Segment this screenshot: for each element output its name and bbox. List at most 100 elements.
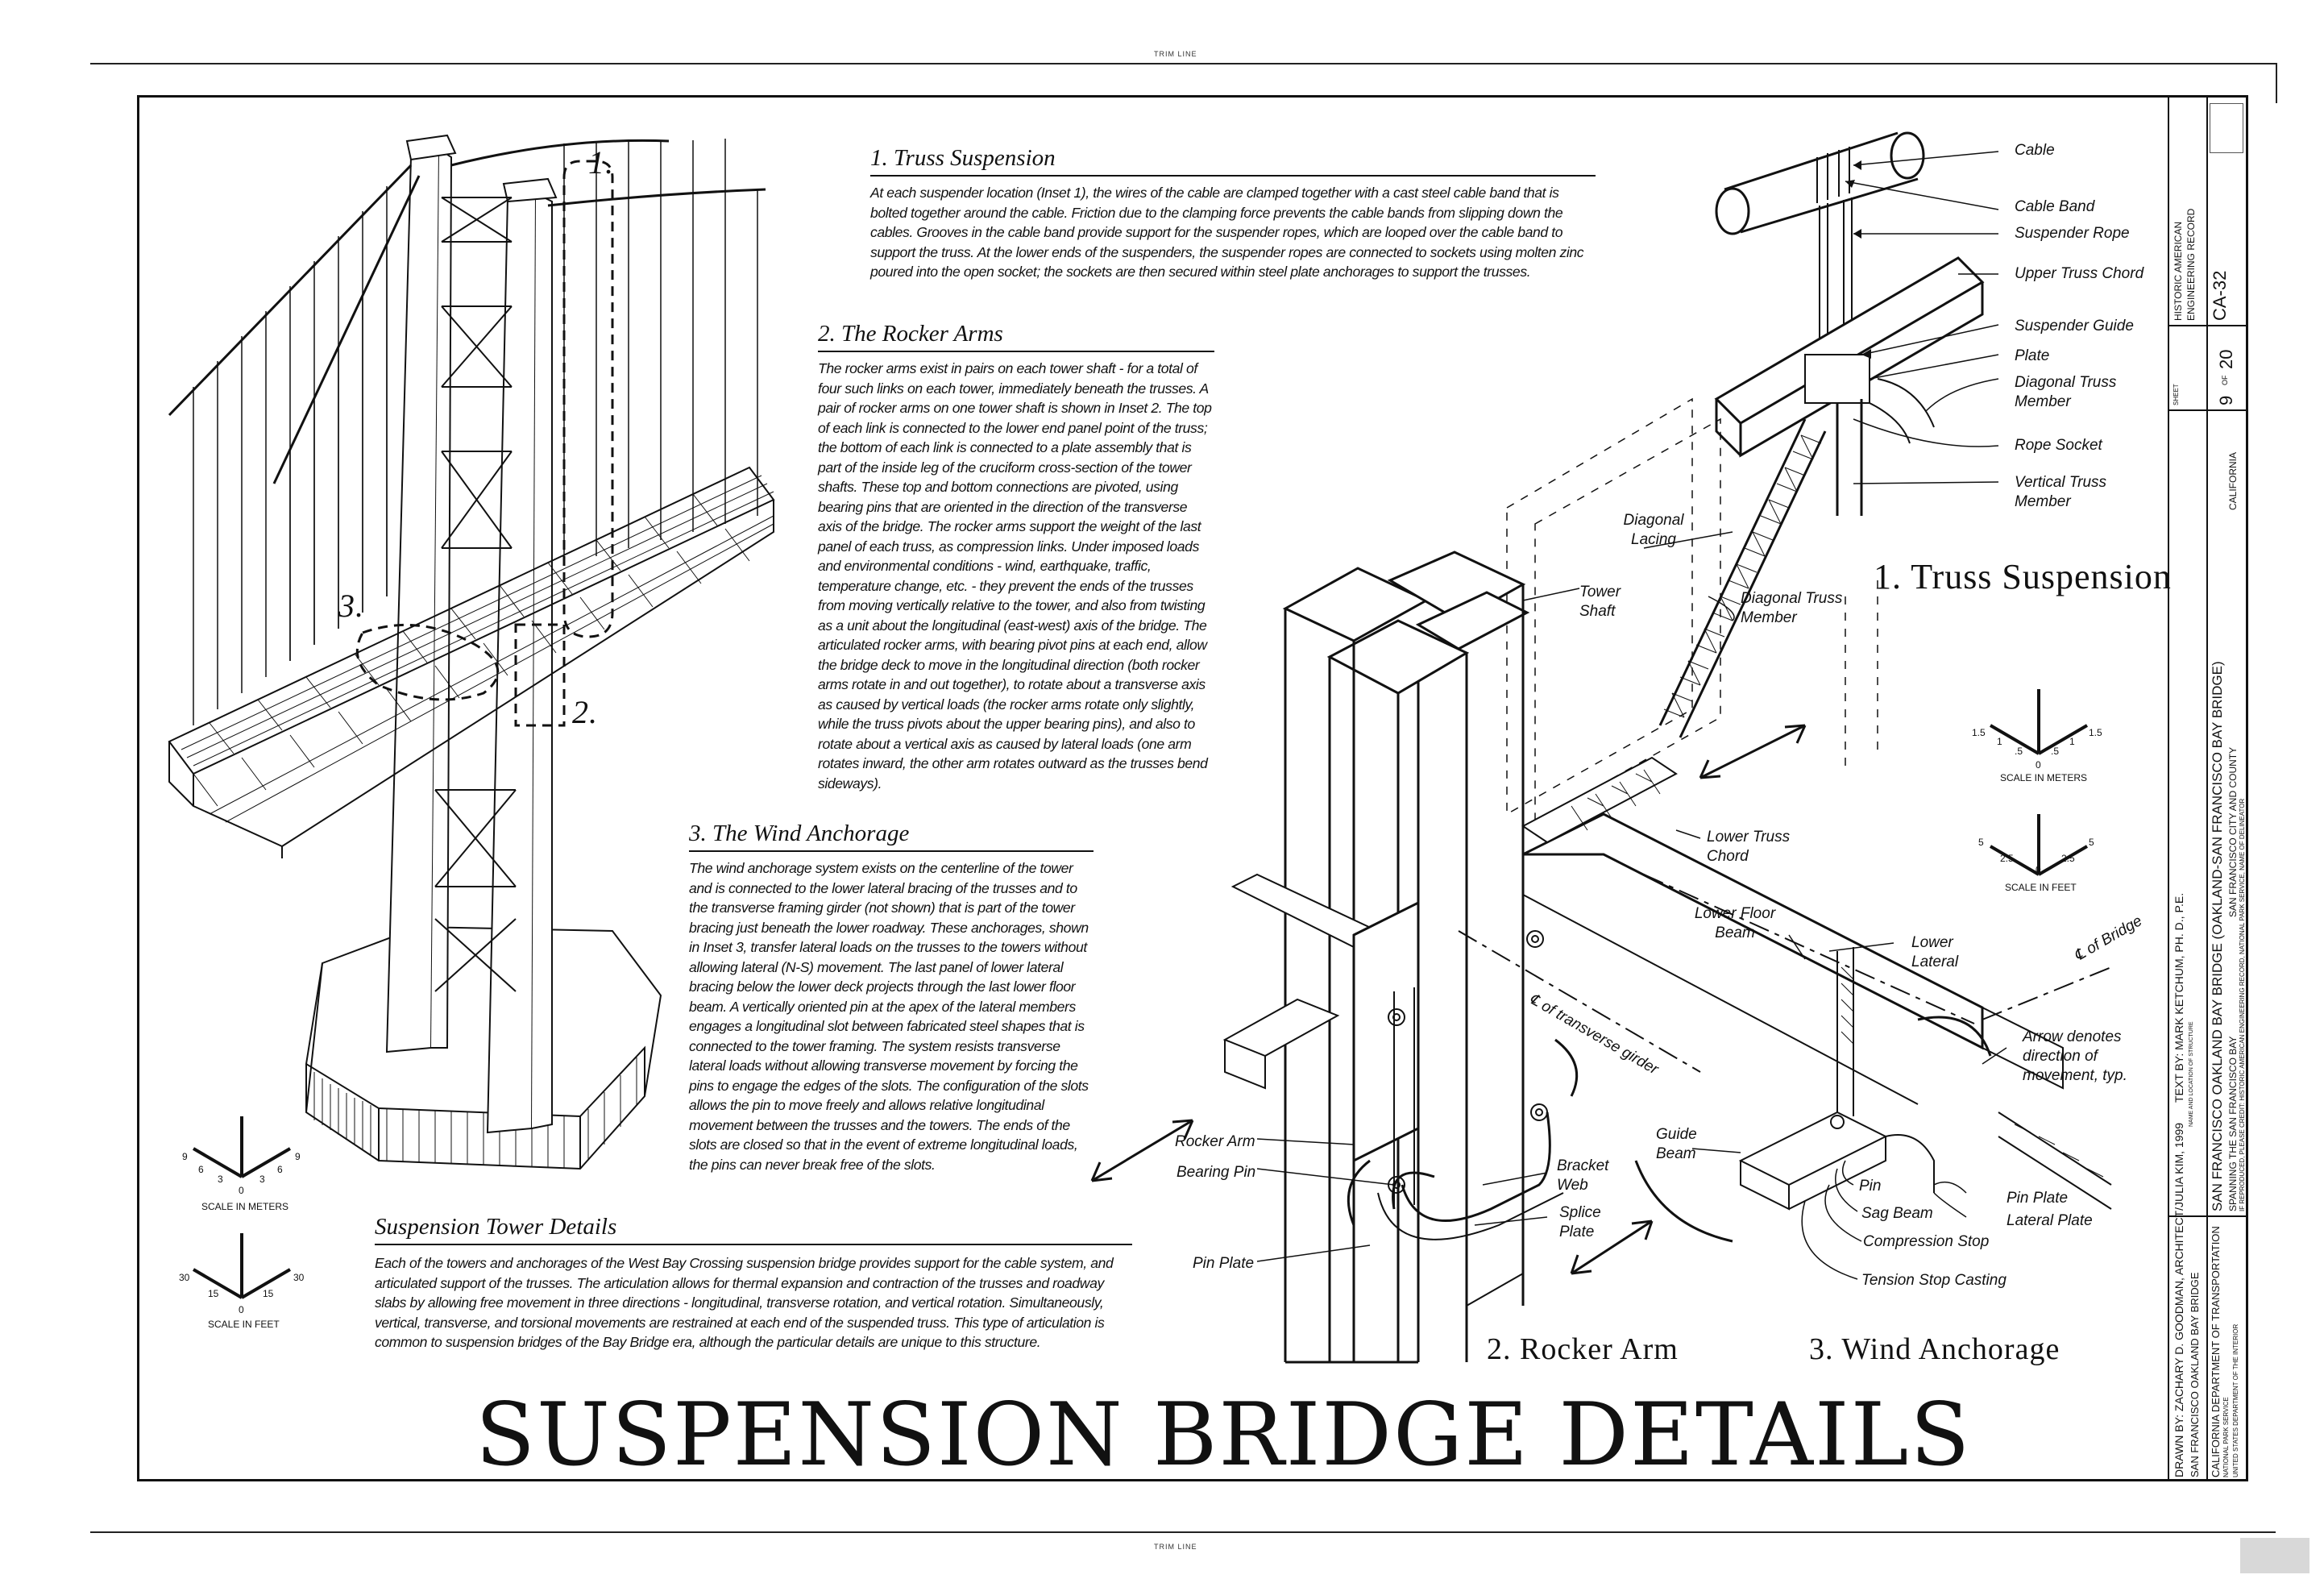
section-body: The wind anchorage system exists on the … (689, 860, 1089, 1173)
trim-line-label-bottom: TRIM LINE (1154, 1543, 1197, 1551)
section-body: At each suspender location (Inset 1), th… (870, 185, 1584, 280)
diagonal-lattice (1663, 434, 1822, 718)
scale-tick: 1.5 (2089, 727, 2102, 738)
section-heading: 1. Truss Suspension (870, 145, 1596, 177)
scale-tick: 6 (198, 1164, 204, 1175)
tb-credit: IF REPRODUCED, PLEASE CREDIT: HISTORIC A… (2239, 798, 2246, 1211)
label-rope-socket: Rope Socket (2015, 437, 2102, 454)
registration-block (2240, 1538, 2309, 1573)
scale-tick: 2.5 (2000, 853, 2014, 864)
label-lower-lateral: Lower Lateral (1911, 934, 1959, 970)
section-truss-suspension: 1. Truss Suspension At each suspender lo… (870, 145, 1596, 282)
trim-line-bottom (90, 1531, 2276, 1533)
label-lower-floor-beam: Lower Floor Beam (1694, 905, 1776, 941)
tb-sheet-no: 9 (2216, 395, 2236, 405)
lower-lateral-lattice (1841, 966, 2104, 1178)
label-bracket-web: Bracket Web (1557, 1157, 1609, 1194)
label-pin-plate-right: Pin Plate (2007, 1190, 2069, 1207)
label-sag-beam: Sag Beam (1861, 1205, 1933, 1222)
label-pin-plate-left: Pin Plate (1193, 1255, 1255, 1272)
label-lateral-plate: Lateral Plate (2007, 1212, 2093, 1229)
scale-tick: 30 (179, 1272, 190, 1283)
label-plate: Plate (2015, 347, 2050, 364)
scale-tick: 30 (293, 1272, 305, 1283)
inset2-title: 2. Rocker Arm (1487, 1332, 1679, 1366)
scale-tick: 9 (295, 1151, 301, 1162)
tb-sheet-of: OF (2221, 375, 2229, 386)
trim-line-top (90, 63, 2276, 64)
tower-bracing (434, 197, 517, 992)
label-lower-truss-chord: Lower Truss Chord (1707, 829, 1791, 865)
label-pin: Pin (1859, 1178, 1882, 1195)
inset-marker-2: 2. (572, 694, 598, 730)
tower-illustration (168, 134, 775, 1170)
label-diagonal-truss-member-2: Diagonal Truss Member (1741, 590, 1843, 626)
tb-state: CALIFORNIA (2227, 451, 2239, 510)
inset-marker-3: 3. (338, 588, 364, 624)
section-heading: 3. The Wind Anchorage (689, 821, 1094, 852)
inset-marker-1: 1. (588, 144, 614, 181)
tb-haer-1: HISTORIC AMERICAN (2173, 221, 2184, 321)
tb-agency-1: SAN FRANCISCO OAKLAND BAY BRIDGE (2189, 1272, 2201, 1477)
scale-tick: 6 (277, 1164, 283, 1175)
label-diagonal-truss-member-1: Diagonal Truss Member (2015, 374, 2117, 410)
lower-chord-lattice (1571, 769, 1661, 831)
inset1-graphic (1506, 131, 1985, 824)
scale-tick: 9 (182, 1151, 188, 1162)
tb-county: SAN FRANCISCO CITY AND COUNTY (2227, 746, 2239, 917)
label-bearing-pin: Bearing Pin (1177, 1164, 1256, 1181)
label-cable-band: Cable Band (2015, 198, 2095, 215)
scale-tick: 3 (259, 1174, 265, 1185)
scale-label: SCALE IN METERS (2000, 772, 2088, 783)
tb-record-no: CA-32 (2210, 270, 2230, 321)
scale-tick: 0 (239, 1304, 244, 1315)
section-wind-anchorage: 3. The Wind Anchorage The wind anchorage… (689, 821, 1094, 1174)
section-tower-details: Suspension Tower Details Each of the tow… (375, 1214, 1132, 1352)
scale-label: SCALE IN FEET (2005, 882, 2077, 893)
deck-grid (181, 475, 774, 823)
label-rocker-arm: Rocker Arm (1175, 1133, 1255, 1150)
drawing-frame (137, 95, 2248, 1481)
scale-tick: 5 (1978, 837, 1984, 848)
scale-feet-left-graphic (192, 1233, 292, 1299)
section-heading: 2. The Rocker Arms (818, 321, 1214, 352)
scale-tick: 5 (2089, 837, 2094, 848)
leader-lines (1256, 151, 2007, 1280)
scale-meters-left-graphic (192, 1116, 292, 1178)
label-guide-beam: Guide Beam (1656, 1126, 1697, 1162)
section-heading: Suspension Tower Details (375, 1214, 1132, 1245)
scale-tick: 1.5 (1972, 727, 1986, 738)
label-cable: Cable (2015, 142, 2055, 159)
label-vertical-truss-member: Vertical Truss Member (2015, 474, 2107, 510)
scale-tick: 15 (208, 1288, 219, 1299)
leader-arrowheads (1845, 160, 1871, 359)
inset23-graphic (1090, 551, 2112, 1364)
scale-tick: 3 (218, 1174, 223, 1185)
library-stamp (2210, 103, 2243, 153)
label-suspender-rope: Suspender Rope (2015, 225, 2130, 242)
title-block: DRAWN BY: ZACHARY D. GOODMAN, ARCHITECT/… (2168, 95, 2248, 1481)
label-upper-truss-chord: Upper Truss Chord (2015, 265, 2144, 282)
tb-sheet-total: 20 (2216, 349, 2236, 369)
label-compression-stop: Compression Stop (1863, 1233, 1990, 1250)
tb-haer-2: ENGINEERING RECORD (2185, 208, 2197, 321)
scale-tick: 2.5 (2061, 853, 2075, 864)
tb-agency-2: CALIFORNIA DEPARTMENT OF TRANSPORTATION (2210, 1226, 2222, 1477)
scale-label: SCALE IN METERS (201, 1201, 289, 1212)
drawing-title: SUSPENSION BRIDGE DETAILS (475, 1385, 1972, 1485)
scale-tick: 1 (1997, 736, 2002, 747)
section-body: Each of the towers and anchorages of the… (375, 1255, 1114, 1350)
scale-feet-right-graphic (1989, 814, 2089, 876)
scale-tick: 15 (263, 1288, 274, 1299)
inset1-title: 1. Truss Suspension (1874, 557, 2172, 596)
label-arrow-note: Arrow denotes direction of movement, typ… (2023, 1028, 2127, 1084)
scale-tick: 0 (2036, 864, 2041, 875)
label-tower-shaft: Tower Shaft (1579, 584, 1621, 620)
label-tension-stop-casting: Tension Stop Casting (1861, 1272, 2007, 1289)
scale-tick: 0 (239, 1185, 244, 1196)
tb-sheet-label: SHEET (2173, 384, 2180, 405)
label-splice-plate: Splice Plate (1559, 1204, 1601, 1240)
tb-structure-name: SAN FRANCISCO OAKLAND BAY BRIDGE (OAKLAN… (2210, 661, 2225, 1211)
tb-structure-caption: NAME AND LOCATION OF STRUCTURE (2189, 1021, 2194, 1127)
